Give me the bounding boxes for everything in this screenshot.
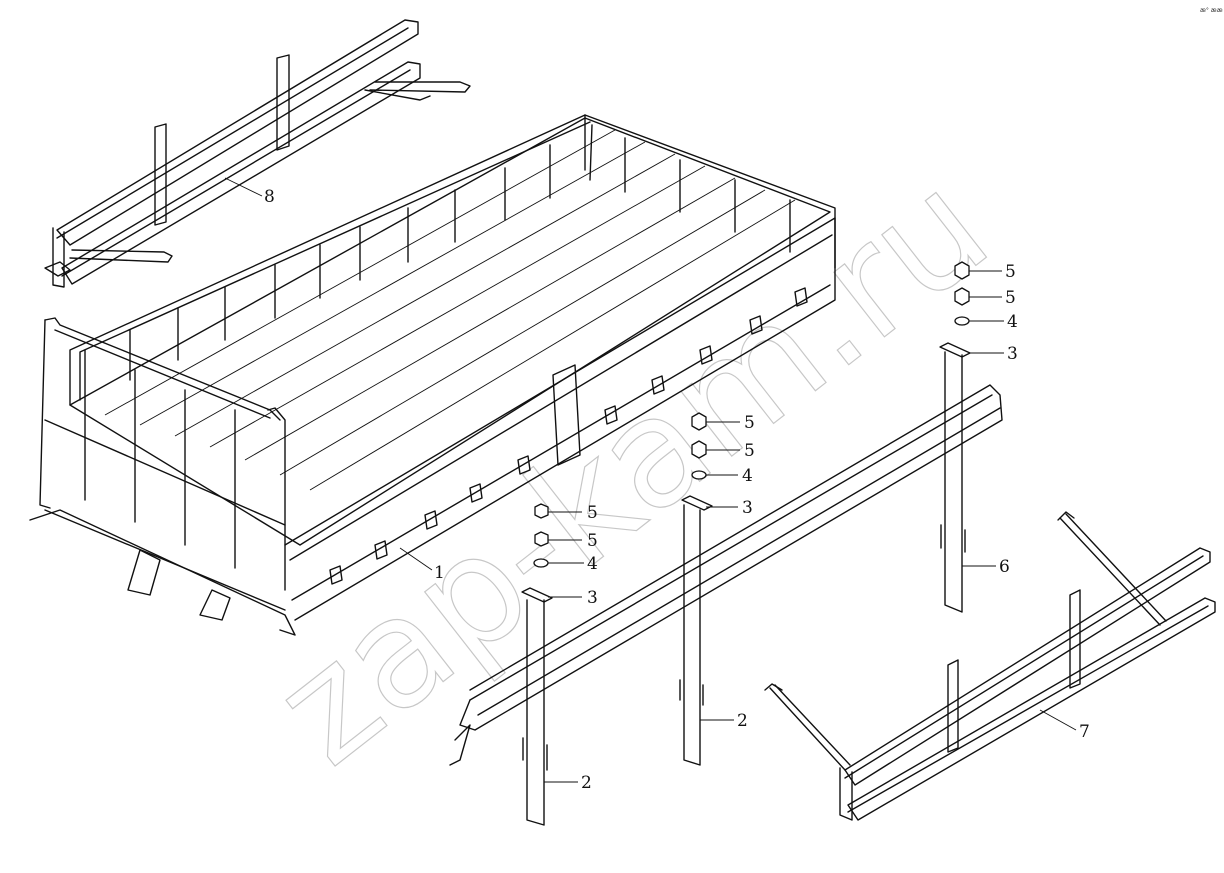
cargo-body — [29, 114, 836, 636]
callout-plate-m: 3 — [742, 498, 753, 518]
callout-plate-l: 3 — [587, 588, 598, 608]
callout-nut-m2: 5 — [744, 441, 755, 461]
subframe-beam — [449, 384, 1003, 766]
fastener-stack-right — [939, 261, 971, 613]
callout-body: 1 — [434, 563, 445, 583]
callout-ubolt-l: 2 — [581, 773, 592, 793]
callout-washer-m: 4 — [742, 466, 753, 486]
callout-rear-ubolt: 6 — [999, 557, 1010, 577]
front-guard-rail — [44, 19, 471, 288]
callout-ubolt-m: 2 — [737, 711, 748, 731]
callout-nut-l2: 5 — [587, 531, 598, 551]
leader-front-guard — [224, 177, 263, 197]
corner-mark: æ° ææ — [1200, 7, 1223, 14]
leader-body — [399, 547, 433, 571]
callout-front-guard: 8 — [264, 187, 275, 207]
side-guard — [764, 511, 1216, 821]
leader-side-guard — [1039, 709, 1077, 731]
fastener-stack-left — [521, 503, 553, 826]
callout-plate-r: 3 — [1007, 344, 1018, 364]
watermark-text: zap-kam.ru — [245, 140, 1019, 798]
callout-washer-l: 4 — [587, 554, 598, 574]
callout-nut-r2: 5 — [1005, 288, 1016, 308]
callout-nut-m1: 5 — [744, 413, 755, 433]
callout-washer-r: 4 — [1007, 312, 1018, 332]
callout-side-guard: 7 — [1079, 722, 1090, 742]
callout-nut-r1: 5 — [1005, 262, 1016, 282]
callout-nut-l1: 5 — [587, 503, 598, 523]
